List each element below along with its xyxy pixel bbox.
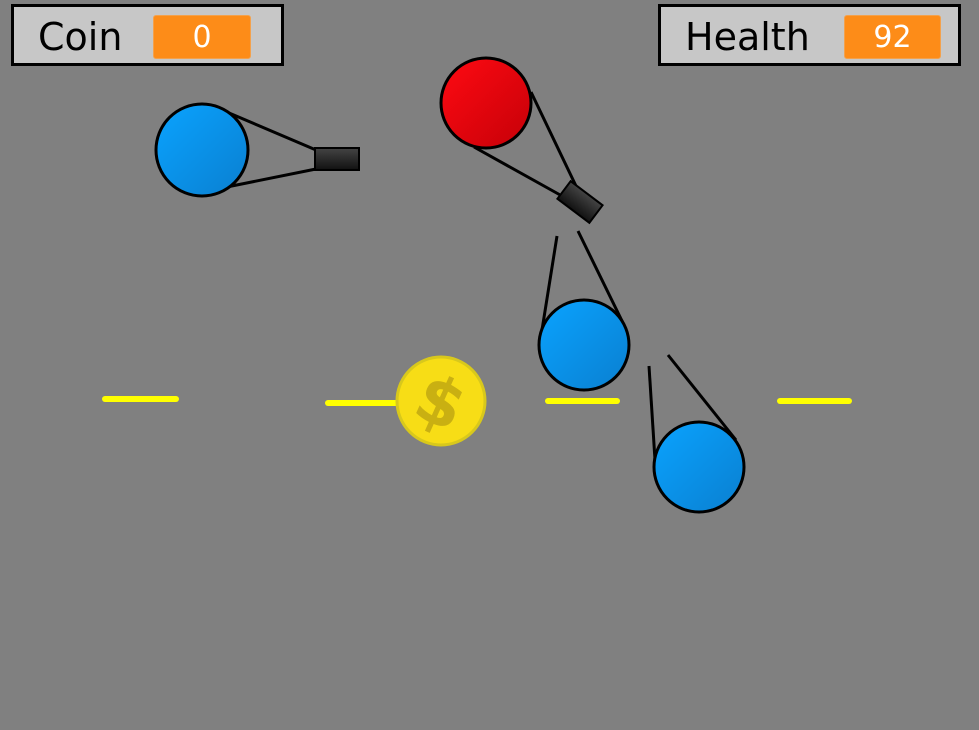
coin-value: 0 [153,15,251,59]
coin-pickup[interactable]: $ [395,355,487,447]
coin-counter-panel: Coin 0 [11,4,284,66]
blue-enemy-middle[interactable] [537,230,631,392]
lane-markings [102,396,852,406]
blue-enemy-cannon[interactable] [154,102,360,198]
coin-label: Coin [38,15,123,59]
red-enemy-cannon[interactable] [439,56,604,225]
cannon-icon [556,179,604,225]
blue-enemy-body [652,420,746,514]
blue-enemy-lower[interactable] [647,354,746,514]
health-label: Health [685,15,810,59]
cannon-icon [314,147,360,171]
blue-enemy-body [154,102,250,198]
health-value: 92 [844,15,941,59]
red-enemy-body [439,56,533,150]
health-counter-panel: Health 92 [658,4,961,66]
blue-enemy-body [537,298,631,392]
coin-icon [395,355,487,447]
